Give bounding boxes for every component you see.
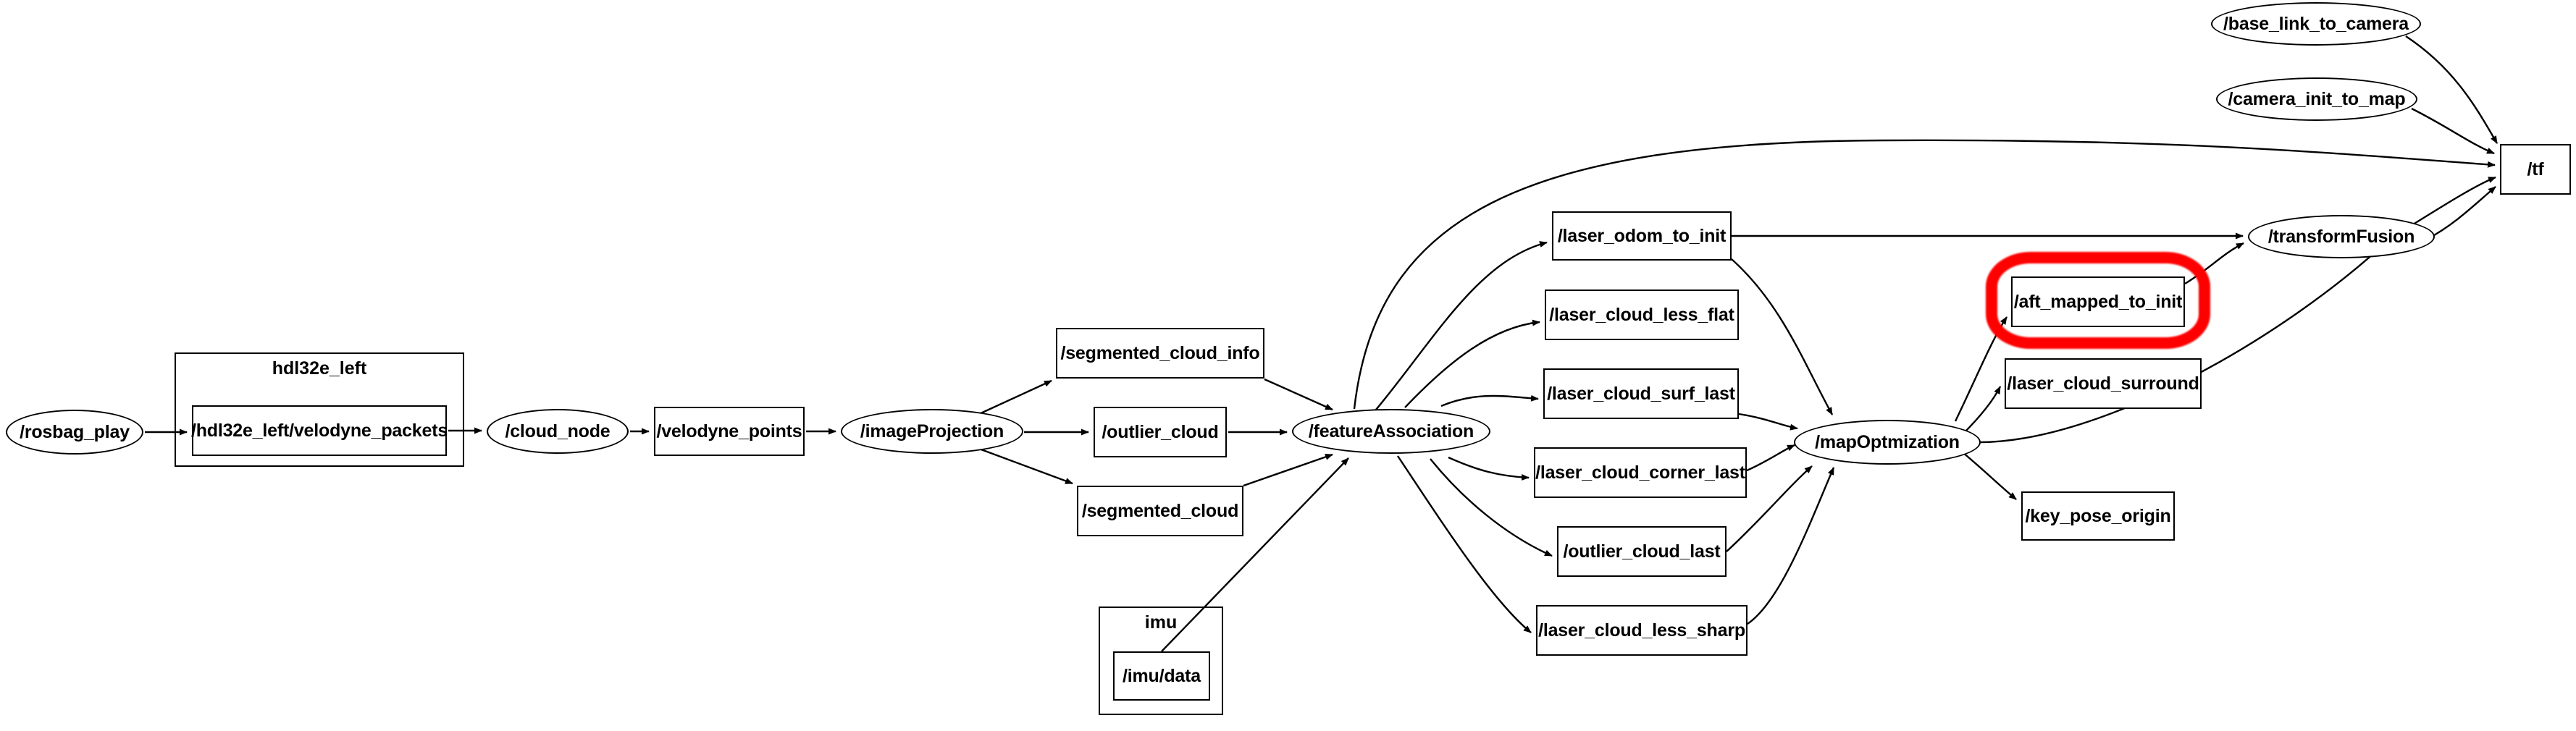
namespace-group-label: hdl32e_left: [272, 358, 367, 379]
topic-label: /hdl32e_left/velodyne_packets: [190, 420, 448, 441]
graph-topic-laser-odom-to-init[interactable]: /laser_odom_to_init: [1552, 211, 1732, 261]
node-label: /transformFusion: [2267, 226, 2415, 247]
topic-label: /aft_mapped_to_init: [2013, 291, 2183, 312]
graph-node-camera-init-to-map[interactable]: /camera_init_to_map: [2216, 77, 2417, 121]
topic-label: /laser_cloud_less_sharp: [1538, 620, 1745, 641]
topic-label: /outlier_cloud: [1102, 421, 1219, 442]
graph-node-transform-fusion[interactable]: /transformFusion: [2248, 215, 2435, 258]
graph-node-cloud-node[interactable]: /cloud_node: [487, 409, 629, 454]
graph-topic-tf[interactable]: /tf: [2500, 144, 2571, 195]
node-label: /cloud_node: [505, 421, 611, 441]
graph-topic-laser-cloud-surf-last[interactable]: /laser_cloud_surf_last: [1543, 368, 1739, 419]
namespace-group-hdl32e-left: hdl32e_left: [175, 352, 464, 467]
graph-node-image-projection[interactable]: /imageProjection: [841, 409, 1023, 454]
topic-label: /imu/data: [1123, 665, 1201, 686]
graph-topic-segmented-cloud[interactable]: /segmented_cloud: [1077, 486, 1243, 536]
node-label: /camera_init_to_map: [2228, 88, 2406, 109]
graph-topic-imu-data[interactable]: /imu/data: [1113, 651, 1210, 701]
topic-label: /laser_cloud_corner_last: [1535, 462, 1745, 483]
graph-topic-key-pose-origin[interactable]: /key_pose_origin: [2021, 491, 2175, 541]
graph-topic-laser-cloud-corner-last[interactable]: /laser_cloud_corner_last: [1534, 447, 1747, 498]
graph-topic-laser-cloud-surround[interactable]: /laser_cloud_surround: [2005, 358, 2202, 409]
topic-label: /laser_cloud_surround: [2007, 373, 2199, 394]
topic-label: /segmented_cloud_info: [1060, 342, 1260, 363]
topic-label: /tf: [2527, 159, 2544, 179]
node-label: /rosbag_play: [20, 421, 130, 442]
topic-label: /velodyne_points: [656, 421, 802, 441]
graph-topic-segmented-cloud-info[interactable]: /segmented_cloud_info: [1056, 328, 1264, 379]
topic-label: /laser_cloud_surf_last: [1547, 383, 1735, 404]
topic-label: /outlier_cloud_last: [1563, 541, 1721, 562]
node-label: /featureAssociation: [1308, 421, 1474, 441]
node-label: /imageProjection: [860, 421, 1004, 441]
graph-node-feature-association[interactable]: /featureAssociation: [1292, 409, 1490, 454]
topic-label: /segmented_cloud: [1081, 500, 1239, 521]
graph-topic-velodyne-points[interactable]: /velodyne_points: [654, 407, 805, 456]
graph-node-rosbag-play[interactable]: /rosbag_play: [6, 410, 143, 455]
node-label: /mapOptmization: [1815, 431, 1960, 452]
graph-node-map-optmization[interactable]: /mapOptmization: [1794, 420, 1981, 465]
graph-topic-outlier-cloud-last[interactable]: /outlier_cloud_last: [1557, 526, 1727, 577]
graph-topic-aft-mapped-to-init[interactable]: /aft_mapped_to_init: [2011, 276, 2185, 327]
graph-topic-laser-cloud-less-sharp[interactable]: /laser_cloud_less_sharp: [1536, 605, 1748, 656]
graph-topic-laser-cloud-less-flat[interactable]: /laser_cloud_less_flat: [1545, 290, 1739, 340]
graph-node-base-link-to-camera[interactable]: /base_link_to_camera: [2211, 2, 2421, 46]
graph-topic-outlier-cloud[interactable]: /outlier_cloud: [1094, 407, 1227, 457]
topic-label: /laser_odom_to_init: [1557, 225, 1727, 246]
topic-label: /key_pose_origin: [2025, 505, 2171, 526]
namespace-group-label: imu: [1144, 612, 1178, 633]
node-label: /base_link_to_camera: [2223, 13, 2409, 34]
graph-topic-hdl32e-left-velodyne-packets[interactable]: /hdl32e_left/velodyne_packets: [190, 405, 448, 456]
topic-label: /laser_cloud_less_flat: [1549, 304, 1734, 325]
